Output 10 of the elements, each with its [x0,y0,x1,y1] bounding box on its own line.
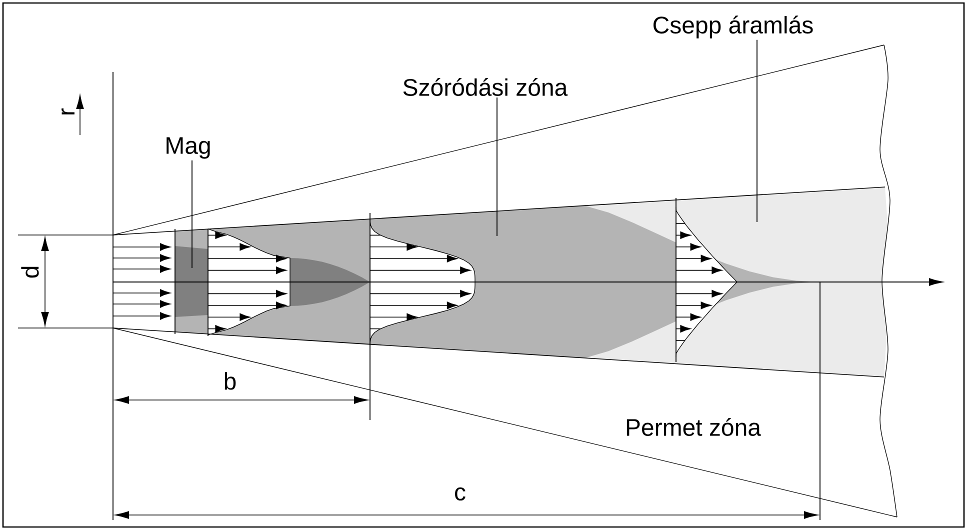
dimension-label: r [62,108,74,114]
dimension-label: d [21,266,39,278]
dimension-label: b [224,372,236,390]
dimension-label: Permet zóna [626,418,761,436]
leader-line [756,39,758,222]
zone-label: Csepp áramlás [654,16,813,38]
dimension-label: c [455,487,466,501]
zone-label: Mag [166,137,210,159]
zone-label: Szóródási zóna [403,78,568,96]
leader-line [496,97,498,236]
